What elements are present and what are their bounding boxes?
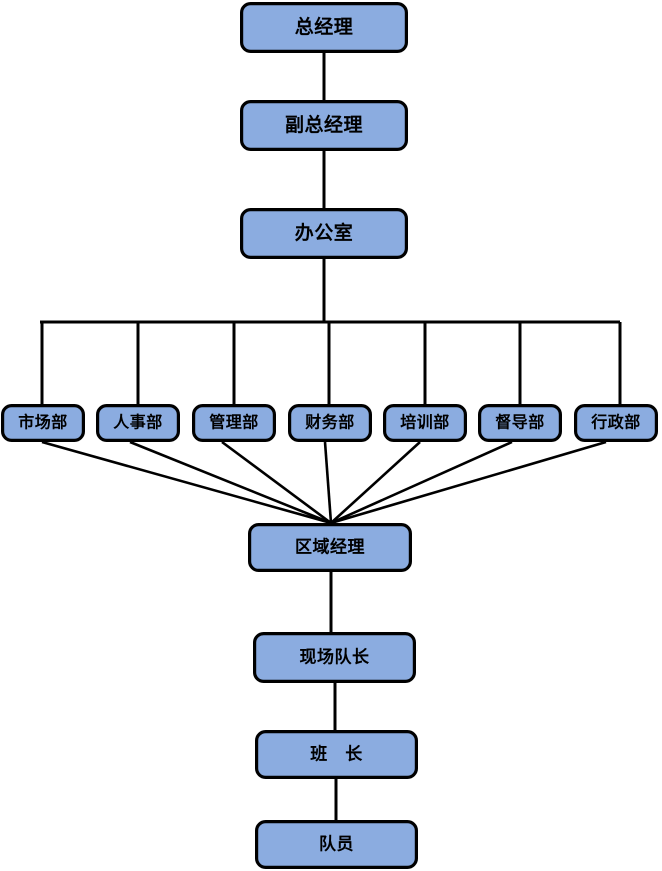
node-box-team-member: [255, 819, 419, 869]
node-office[interactable]: 办公室: [240, 208, 409, 260]
node-general-manager[interactable]: 总经理: [240, 1, 409, 53]
node-site-captain[interactable]: 现场队长: [253, 631, 417, 683]
connector-fan-supervision: [330, 440, 513, 525]
node-dept-marketing[interactable]: 市场部: [0, 404, 86, 443]
connector-fan-finance: [323, 441, 333, 524]
node-box-dept-hr: [95, 404, 181, 443]
node-box-regional-manager: [248, 522, 413, 572]
node-dept-hr[interactable]: 人事部: [95, 404, 181, 443]
node-box-dept-marketing: [0, 404, 86, 443]
node-box-office: [240, 208, 409, 260]
node-box-dept-finance: [288, 404, 373, 443]
node-dept-training[interactable]: 培训部: [383, 404, 468, 443]
node-label-dept-supervision: 督导部: [495, 413, 545, 432]
connector-layer: [40, 53, 622, 820]
connector-fan-marketing: [41, 440, 332, 525]
node-dept-supervision[interactable]: 督导部: [478, 404, 563, 443]
node-label-dept-training: 培训部: [400, 413, 450, 432]
node-box-deputy-manager: [240, 99, 409, 151]
node-box-dept-training: [383, 404, 468, 443]
connector-fan-admin: [330, 440, 607, 525]
node-label-team-leader: 班 长: [310, 743, 363, 763]
node-label-site-captain: 现场队长: [300, 646, 370, 666]
node-dept-admin[interactable]: 行政部: [573, 404, 658, 443]
connector-fan-hr: [129, 440, 332, 525]
node-box-dept-management: [192, 404, 277, 443]
connector-fan-management: [221, 440, 332, 525]
node-box-dept-admin: [573, 404, 658, 443]
node-deputy-manager[interactable]: 副总经理: [240, 99, 409, 151]
node-box-site-captain: [253, 631, 417, 683]
node-box-dept-supervision: [478, 404, 563, 443]
node-team-leader[interactable]: 班 长: [255, 729, 419, 779]
node-dept-finance[interactable]: 财务部: [288, 404, 373, 443]
node-label-dept-management: 管理部: [209, 413, 259, 432]
node-box-general-manager: [240, 1, 409, 53]
node-regional-manager[interactable]: 区域经理: [248, 522, 413, 572]
node-dept-management[interactable]: 管理部: [192, 404, 277, 443]
node-label-dept-finance: 财务部: [304, 413, 355, 432]
node-label-dept-hr: 人事部: [113, 413, 163, 432]
node-team-member[interactable]: 队员: [255, 819, 419, 869]
connector-fan-training: [330, 441, 421, 524]
node-label-general-manager: 总经理: [295, 15, 354, 38]
node-label-dept-marketing: 市场部: [18, 413, 68, 432]
node-box-team-leader: [255, 729, 419, 779]
node-label-regional-manager: 区域经理: [295, 536, 365, 556]
node-label-dept-admin: 行政部: [590, 413, 641, 432]
node-label-team-member: 队员: [319, 833, 354, 853]
node-label-office: 办公室: [295, 221, 354, 244]
node-label-deputy-manager: 副总经理: [285, 113, 363, 136]
